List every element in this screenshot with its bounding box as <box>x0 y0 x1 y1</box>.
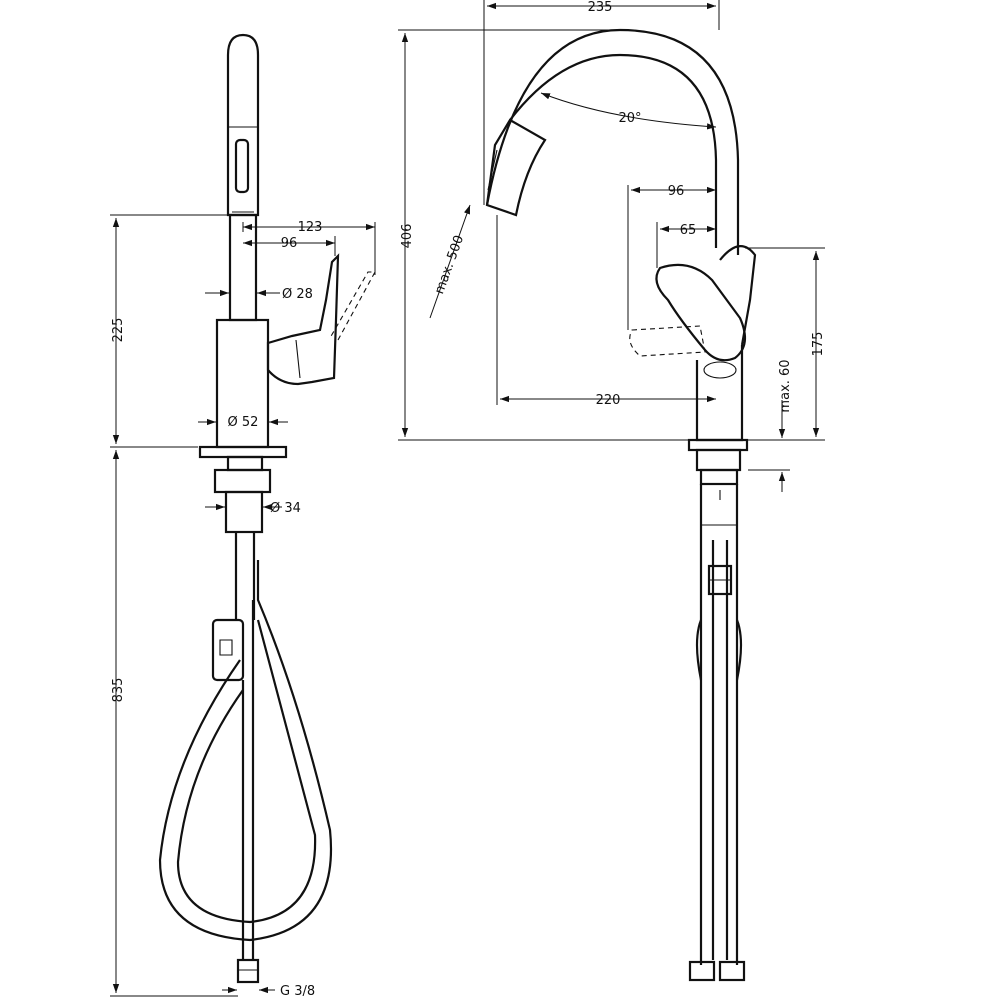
front-body <box>687 345 749 982</box>
hose <box>158 532 333 984</box>
faucet-body <box>198 213 376 534</box>
dim-220-label: 220 <box>596 393 621 408</box>
spray-head <box>226 33 260 217</box>
spout <box>485 28 740 255</box>
lever <box>629 245 757 362</box>
dim-235-label: 235 <box>588 0 613 15</box>
dim-max60-label: max. 60 <box>778 359 793 412</box>
dim-406-label: 406 <box>400 224 415 249</box>
dim-dia34-label: Ø 34 <box>270 501 301 516</box>
front-view: 235 406 20° 96 65 220 max. 500 175 <box>398 0 826 982</box>
dim-175-label: 175 <box>811 332 826 357</box>
dim-225-label: 225 <box>111 318 126 343</box>
dim-835-label: 835 <box>111 678 126 703</box>
front-dimensions: 235 406 20° 96 65 220 max. 500 175 <box>398 0 826 492</box>
dim-max500-label: max. 500 <box>432 233 467 296</box>
dim-96-front-label: 96 <box>668 184 685 199</box>
dim-65-label: 65 <box>680 223 697 238</box>
dim-96-side-label: 96 <box>281 236 298 251</box>
dim-20deg-label: 20° <box>618 111 641 126</box>
dim-g38-label: G 3/8 <box>280 984 315 999</box>
dim-123-label: 123 <box>298 220 323 235</box>
dim-dia28-label: Ø 28 <box>282 287 313 302</box>
dim-dia52-label: Ø 52 <box>228 415 259 430</box>
side-view: 225 835 123 96 Ø 28 Ø 52 Ø 34 G 3/8 <box>110 33 376 999</box>
side-dimensions: 225 835 123 96 Ø 28 Ø 52 Ø 34 G 3/8 <box>110 214 376 999</box>
